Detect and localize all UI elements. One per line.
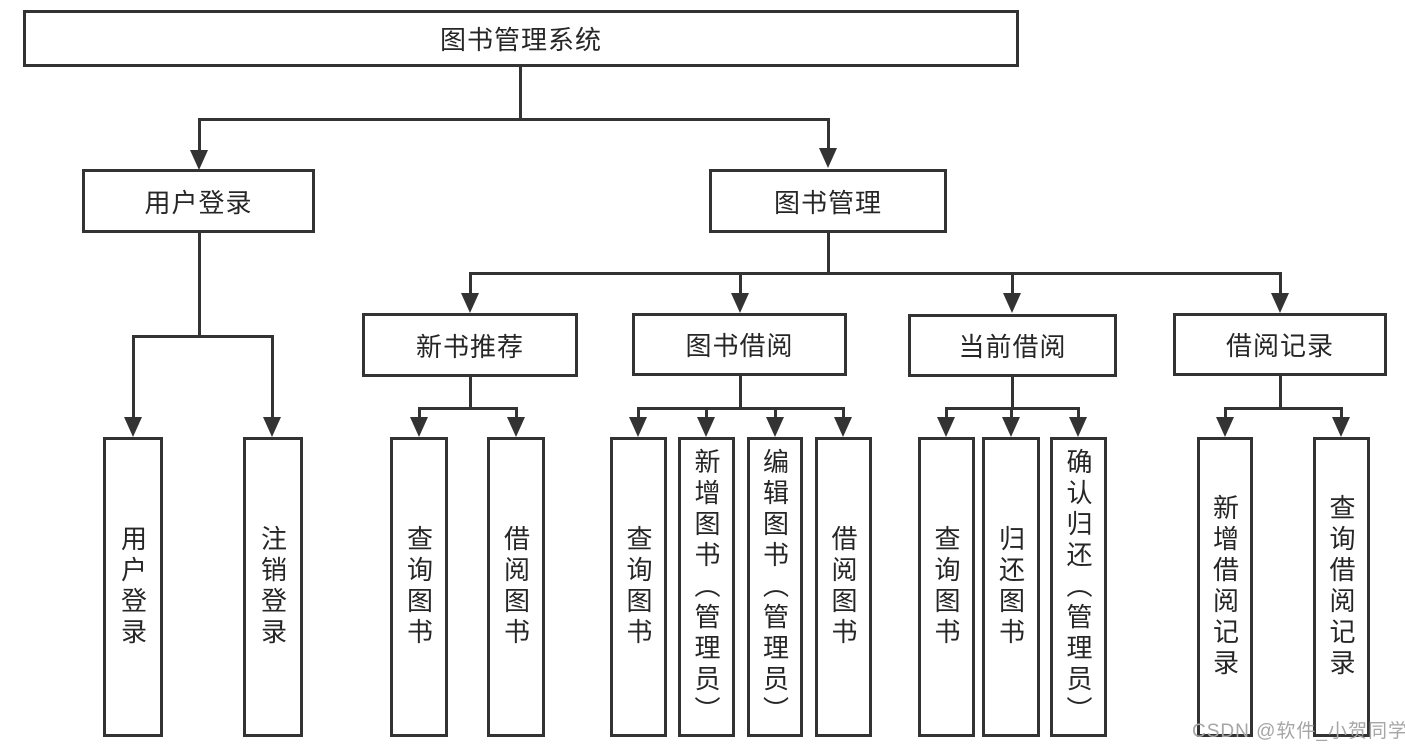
connector-vline bbox=[1224, 407, 1227, 419]
node-user-login-label: 用户登录 bbox=[144, 187, 253, 218]
leaf-records-add-record-label: 新增借阅记录 bbox=[1209, 494, 1240, 680]
connector-vline bbox=[705, 407, 708, 419]
leaf-records-add-record: 新增借阅记录 bbox=[1197, 437, 1253, 737]
connector-arrowhead bbox=[1271, 293, 1289, 313]
connector-arrowhead bbox=[507, 417, 525, 437]
connector-arrowhead bbox=[937, 417, 955, 437]
connector-arrowhead bbox=[697, 417, 715, 437]
connector-vline bbox=[827, 118, 830, 150]
connector-arrowhead bbox=[461, 293, 479, 313]
leaf-logout-label: 注销登录 bbox=[257, 525, 288, 649]
connector-arrowhead bbox=[819, 148, 837, 168]
node-new-book-recommend: 新书推荐 bbox=[362, 313, 578, 377]
node-borrowing-records: 借阅记录 bbox=[1173, 313, 1387, 376]
leaf-records-query-record: 查询借阅记录 bbox=[1313, 437, 1370, 737]
leaf-borrow-borrow-books: 借阅图书 bbox=[815, 437, 872, 737]
leaf-borrow-add-books-admin-label: 新增图书（管理员） bbox=[691, 447, 721, 727]
leaf-user-login: 用户登录 bbox=[103, 437, 163, 737]
connector-arrowhead bbox=[1216, 417, 1234, 437]
connector-hline bbox=[469, 272, 1282, 275]
connector-arrowhead bbox=[834, 417, 852, 437]
connector-arrowhead bbox=[124, 417, 142, 437]
leaf-user-login-label: 用户登录 bbox=[117, 525, 148, 649]
node-root-library-system: 图书管理系统 bbox=[23, 10, 1019, 67]
node-borrowing-records-label: 借阅记录 bbox=[1225, 331, 1334, 361]
node-user-login: 用户登录 bbox=[82, 169, 315, 233]
connector-vline bbox=[774, 407, 777, 419]
connector-vline bbox=[1011, 377, 1014, 410]
csdn-watermark: CSDN @软件_小贺同学 bbox=[1192, 721, 1405, 742]
connector-arrowhead bbox=[1002, 417, 1020, 437]
leaf-newbook-query-books: 查询图书 bbox=[390, 437, 448, 737]
leaf-borrow-query-books-label: 查询图书 bbox=[623, 525, 653, 649]
connector-vline bbox=[1011, 272, 1014, 295]
connector-vline bbox=[418, 407, 421, 419]
connector-arrowhead bbox=[190, 150, 208, 170]
leaf-borrow-add-books-admin: 新增图书（管理员） bbox=[678, 437, 735, 737]
leaf-records-query-record-label: 查询借阅记录 bbox=[1326, 494, 1356, 680]
leaf-current-confirm-return-admin-label: 确认归还（管理员） bbox=[1063, 447, 1093, 727]
connector-arrowhead bbox=[410, 417, 428, 437]
connector-vline bbox=[515, 407, 518, 419]
connector-vline bbox=[1077, 407, 1080, 419]
node-root-label: 图书管理系统 bbox=[439, 25, 602, 55]
leaf-current-return-books: 归还图书 bbox=[982, 437, 1040, 737]
node-book-management-label: 图书管理 bbox=[773, 187, 882, 218]
connector-vline bbox=[1279, 272, 1282, 295]
connector-vline bbox=[469, 376, 472, 410]
leaf-logout: 注销登录 bbox=[243, 437, 303, 737]
leaf-borrow-edit-books-admin-label: 编辑图书（管理员） bbox=[759, 447, 790, 727]
connector-vline bbox=[1340, 407, 1343, 419]
node-book-borrowing: 图书借阅 bbox=[632, 313, 847, 376]
node-current-borrowing: 当前借阅 bbox=[908, 314, 1117, 377]
node-book-borrowing-label: 图书借阅 bbox=[685, 331, 794, 361]
leaf-newbook-query-books-label: 查询图书 bbox=[403, 525, 434, 649]
connector-arrowhead bbox=[1332, 417, 1350, 437]
leaf-current-query-books-label: 查询图书 bbox=[931, 525, 961, 649]
connector-hline bbox=[198, 118, 830, 121]
connector-vline bbox=[132, 335, 135, 419]
connector-arrowhead bbox=[1069, 417, 1087, 437]
connector-vline bbox=[1279, 375, 1282, 410]
connector-arrowhead bbox=[1003, 293, 1021, 313]
connector-vline bbox=[637, 407, 640, 419]
leaf-current-return-books-label: 归还图书 bbox=[995, 525, 1026, 649]
connector-arrowhead bbox=[766, 417, 784, 437]
connector-vline bbox=[739, 375, 742, 410]
leaf-current-confirm-return-admin: 确认归还（管理员） bbox=[1050, 437, 1107, 737]
leaf-newbook-borrow-books: 借阅图书 bbox=[487, 437, 545, 737]
connector-vline bbox=[271, 335, 274, 419]
connector-vline bbox=[827, 233, 830, 275]
node-current-borrowing-label: 当前借阅 bbox=[958, 332, 1067, 362]
connector-vline bbox=[1010, 407, 1013, 419]
connector-hline bbox=[637, 407, 845, 410]
connector-hline bbox=[132, 335, 274, 338]
leaf-borrow-edit-books-admin: 编辑图书（管理员） bbox=[747, 437, 803, 737]
connector-arrowhead bbox=[263, 417, 281, 437]
leaf-newbook-borrow-books-label: 借阅图书 bbox=[500, 525, 531, 649]
node-book-management: 图书管理 bbox=[709, 169, 947, 233]
connector-hline bbox=[418, 407, 518, 410]
connector-vline bbox=[519, 67, 522, 121]
leaf-borrow-borrow-books-label: 借阅图书 bbox=[828, 525, 858, 649]
connector-arrowhead bbox=[731, 293, 749, 313]
connector-vline bbox=[198, 233, 201, 338]
node-new-book-recommend-label: 新书推荐 bbox=[415, 331, 524, 362]
connector-hline bbox=[1224, 407, 1343, 410]
leaf-borrow-query-books: 查询图书 bbox=[610, 437, 667, 737]
connector-arrowhead bbox=[629, 417, 647, 437]
connector-vline bbox=[198, 118, 201, 152]
leaf-current-query-books: 查询图书 bbox=[918, 437, 975, 737]
connector-vline bbox=[842, 407, 845, 419]
connector-vline bbox=[739, 272, 742, 295]
connector-vline bbox=[469, 272, 472, 295]
connector-vline bbox=[945, 407, 948, 419]
